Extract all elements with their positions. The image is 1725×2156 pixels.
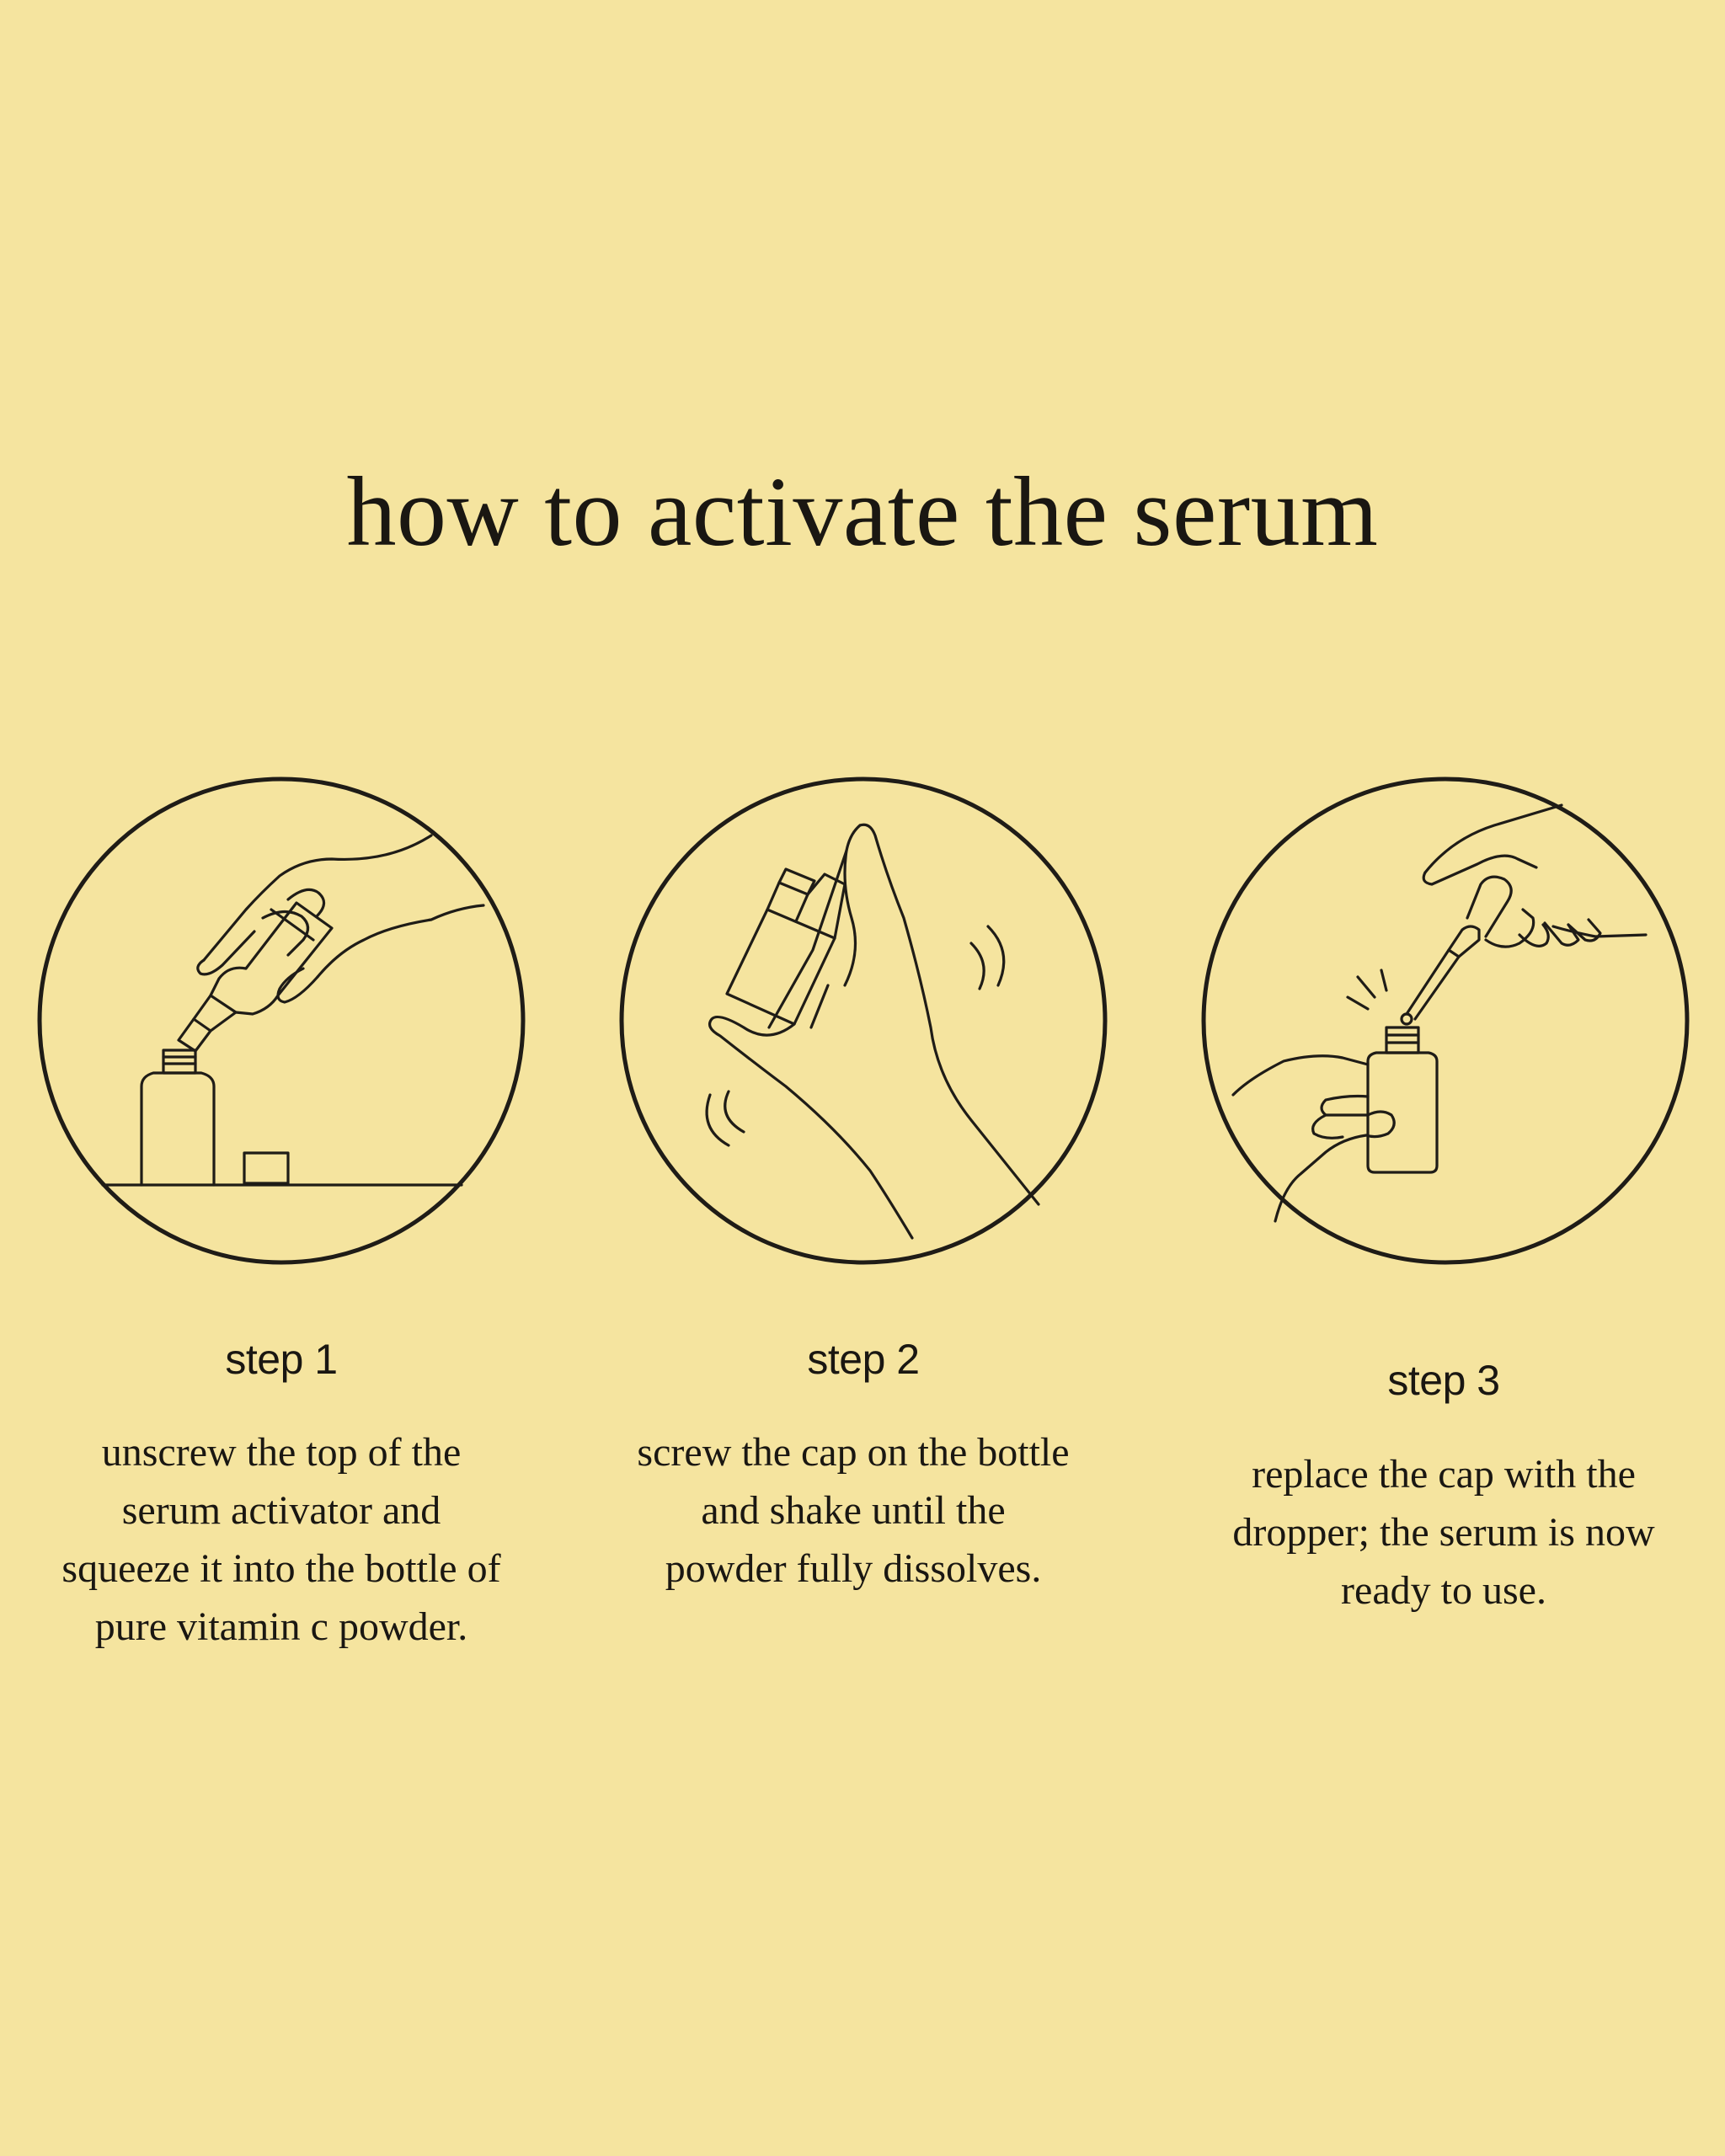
step-3-line: replace the cap with the — [1252, 1452, 1636, 1497]
step-2-label: step 2 — [807, 1336, 920, 1383]
step-3-description: replace the cap with the dropper; the se… — [1174, 1445, 1713, 1620]
step-2-description: screw the cap on the bottle and shake un… — [584, 1423, 1123, 1598]
step-1-line: unscrew the top of the — [101, 1430, 462, 1475]
hand-shaking-bottle-icon — [617, 775, 1109, 1267]
hands-dropper-bottle-icon — [1199, 775, 1691, 1267]
page-title: how to activate the serum — [346, 456, 1379, 567]
hand-squeezing-activator-icon — [35, 775, 527, 1267]
step-3-line: ready to use. — [1341, 1568, 1546, 1613]
step-2-line: and shake until the — [701, 1488, 1006, 1533]
step-1-line: pure vitamin c powder. — [94, 1604, 468, 1649]
step-2-line: powder fully dissolves. — [665, 1546, 1042, 1591]
step-1-description: unscrew the top of the serum activator a… — [12, 1423, 551, 1656]
step-1-line: serum activator and — [121, 1488, 441, 1533]
step-1-line: squeeze it into the bottle of — [61, 1546, 501, 1591]
step-3-line: dropper; the serum is now — [1232, 1510, 1655, 1555]
step-2-line: screw the cap on the bottle — [637, 1430, 1070, 1475]
step-3-label: step 3 — [1387, 1357, 1500, 1404]
step-1-label: step 1 — [225, 1336, 338, 1383]
